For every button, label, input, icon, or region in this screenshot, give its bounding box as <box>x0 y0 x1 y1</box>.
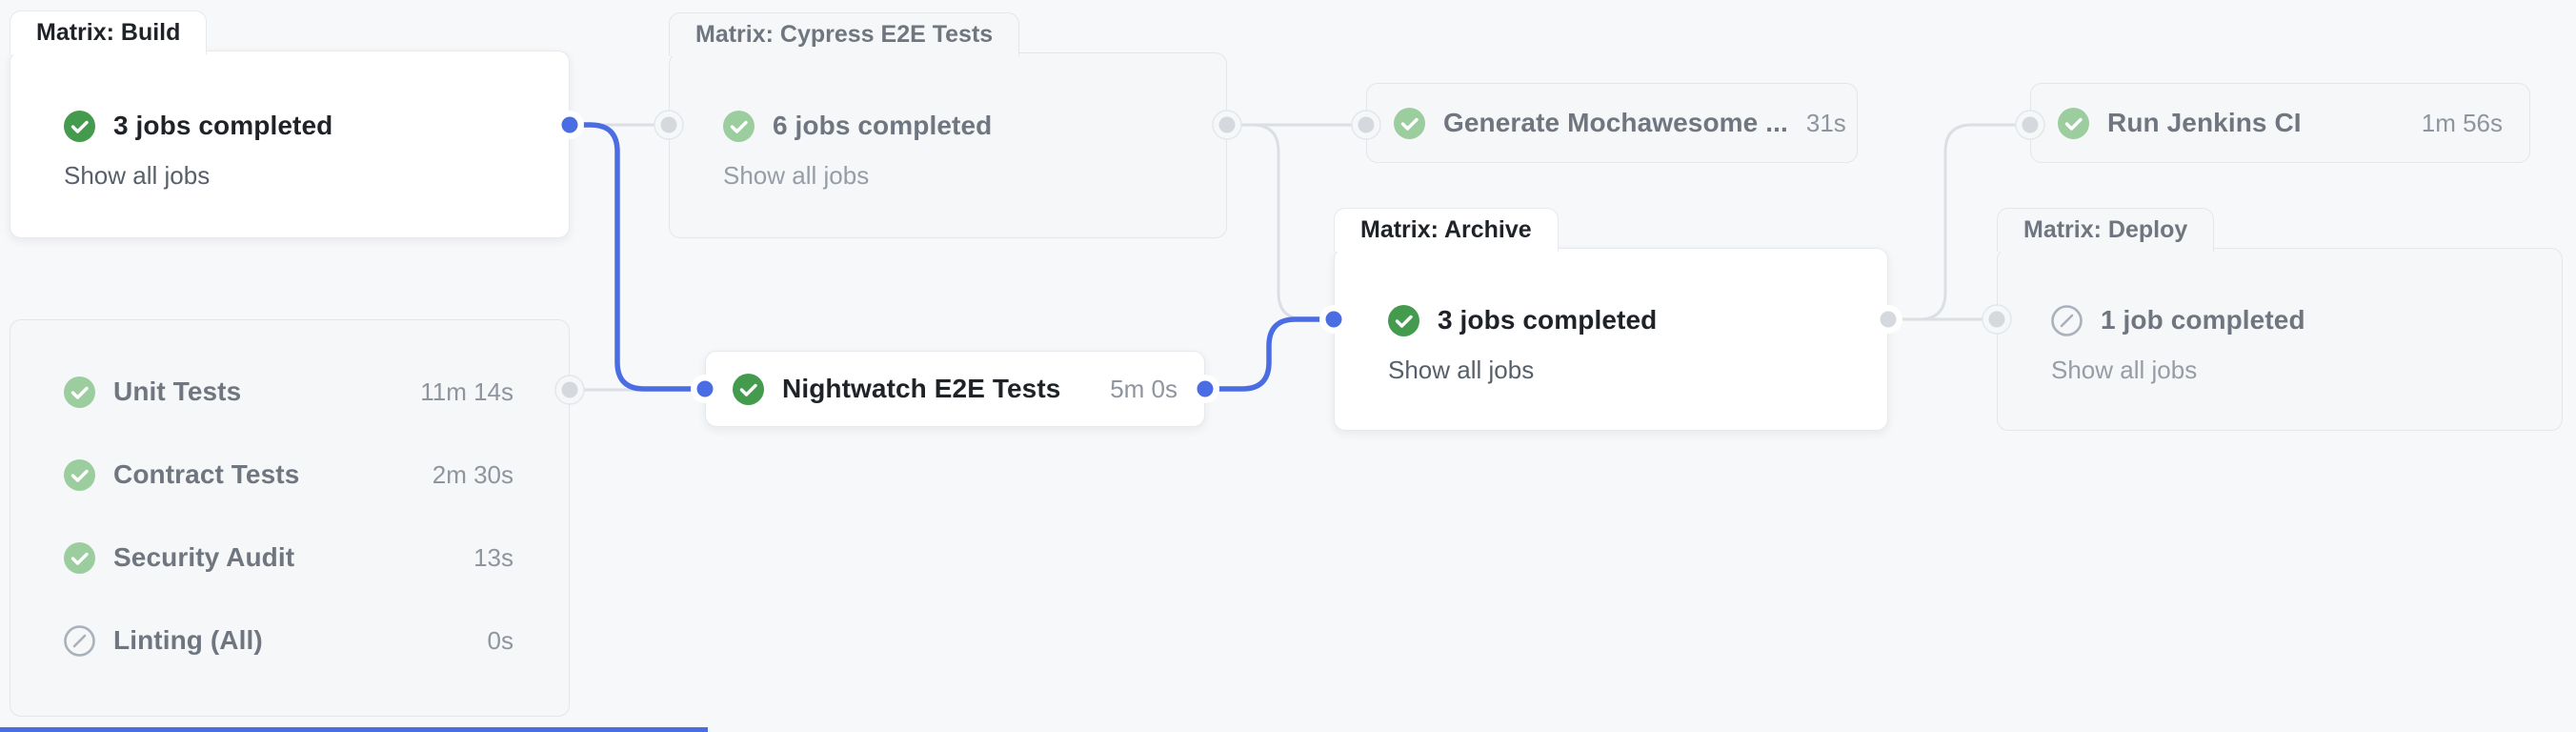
success-muted-icon <box>723 110 755 142</box>
job-duration: 2m 30s <box>432 459 513 489</box>
group-card-deploy[interactable]: 1 job completed Show all jobs <box>1997 248 2563 431</box>
edge-nightwatch-archive-highlighted <box>1205 316 1334 392</box>
job-card-nightwatch[interactable]: Nightwatch E2E Tests 5m 0s <box>705 351 1205 427</box>
success-muted-icon <box>2058 107 2089 139</box>
group-card-cypress[interactable]: 6 jobs completed Show all jobs <box>669 52 1227 238</box>
job-duration: 31s <box>1805 108 1846 137</box>
jobs-list-card: Unit Tests 11m 14s Contract Tests 2m 30s… <box>10 319 570 717</box>
group-card-build[interactable]: 3 jobs completed Show all jobs <box>10 51 570 238</box>
group-title: 6 jobs completed <box>773 111 993 140</box>
skipped-icon <box>2051 304 2083 336</box>
success-muted-icon <box>1394 107 1425 139</box>
show-all-jobs-link[interactable]: Show all jobs <box>723 160 870 190</box>
job-duration: 0s <box>487 625 513 655</box>
bottom-blue-strip <box>0 727 708 732</box>
success-icon <box>733 373 764 405</box>
edge-cypress-archive <box>1227 123 1334 321</box>
show-all-jobs-link[interactable]: Show all jobs <box>64 160 211 190</box>
job-title: Generate Mochawesome ... <box>1443 108 1788 137</box>
group-card-archive[interactable]: 3 jobs completed Show all jobs <box>1334 248 1888 431</box>
job-title: Linting (All) <box>113 625 263 655</box>
job-title: Contract Tests <box>113 459 300 489</box>
group-tab-archive: Matrix: Archive <box>1334 208 1559 252</box>
group-title: 3 jobs completed <box>1438 305 1658 335</box>
group-tab-deploy: Matrix: Deploy <box>1997 208 2215 252</box>
job-duration: 13s <box>473 542 513 572</box>
group-title: 3 jobs completed <box>113 111 333 140</box>
success-icon <box>64 110 95 142</box>
show-all-jobs-link[interactable]: Show all jobs <box>1388 355 1535 384</box>
group-title: 1 job completed <box>2101 305 2305 335</box>
list-item[interactable]: Contract Tests 2m 30s <box>64 454 513 496</box>
success-icon <box>1388 304 1419 336</box>
job-card-run-jenkins-ci[interactable]: Run Jenkins CI 1m 56s <box>2030 83 2530 163</box>
job-title: Security Audit <box>113 542 295 572</box>
skipped-icon <box>64 624 95 657</box>
job-duration: 11m 14s <box>420 376 513 406</box>
job-title: Nightwatch E2E Tests <box>782 374 1061 403</box>
job-card-generate-mochawesome[interactable]: Generate Mochawesome ... 31s <box>1366 83 1858 163</box>
success-muted-icon <box>64 376 95 408</box>
show-all-jobs-link[interactable]: Show all jobs <box>2051 355 2198 384</box>
group-tab-cypress: Matrix: Cypress E2E Tests <box>669 12 1020 56</box>
success-muted-icon <box>64 541 95 574</box>
list-item[interactable]: Unit Tests 11m 14s <box>64 371 513 413</box>
group-tab-build: Matrix: Build <box>10 10 208 54</box>
job-duration: 1m 56s <box>2421 108 2503 137</box>
job-duration: 5m 0s <box>1110 374 1177 403</box>
list-item[interactable]: Security Audit 13s <box>64 537 513 579</box>
job-title: Unit Tests <box>113 376 242 406</box>
success-muted-icon <box>64 458 95 491</box>
list-item[interactable]: Linting (All) 0s <box>64 620 513 661</box>
job-title: Run Jenkins CI <box>2107 108 2302 137</box>
